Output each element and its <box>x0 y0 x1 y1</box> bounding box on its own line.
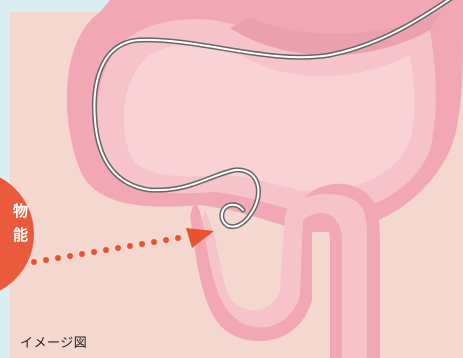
callout-line-1: 物 <box>13 200 28 221</box>
dotted-arrow <box>31 228 214 265</box>
image-caption: イメージ図 <box>20 332 87 351</box>
callout-line-2: 能 <box>13 224 28 245</box>
